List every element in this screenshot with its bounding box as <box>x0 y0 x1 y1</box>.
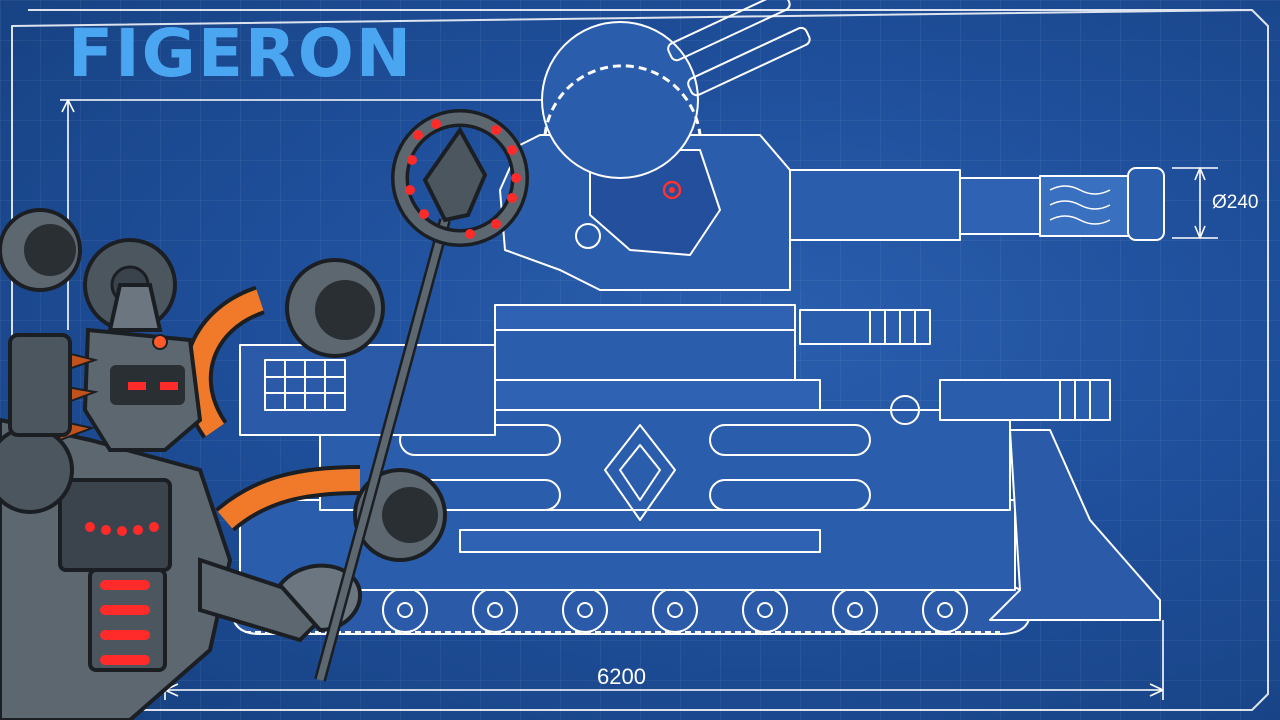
blueprint-frame <box>11 9 1269 711</box>
length-dimension-label: 6200 <box>597 664 646 689</box>
robot-character <box>0 109 529 720</box>
tank-turret <box>499 0 811 291</box>
main-cannon <box>789 167 1165 241</box>
secondary-cannons <box>799 309 1111 425</box>
tank-hull <box>239 304 1161 621</box>
caliber-dimension-label: Ø240 <box>1212 192 1259 213</box>
page-title: FIGERON <box>68 15 414 92</box>
